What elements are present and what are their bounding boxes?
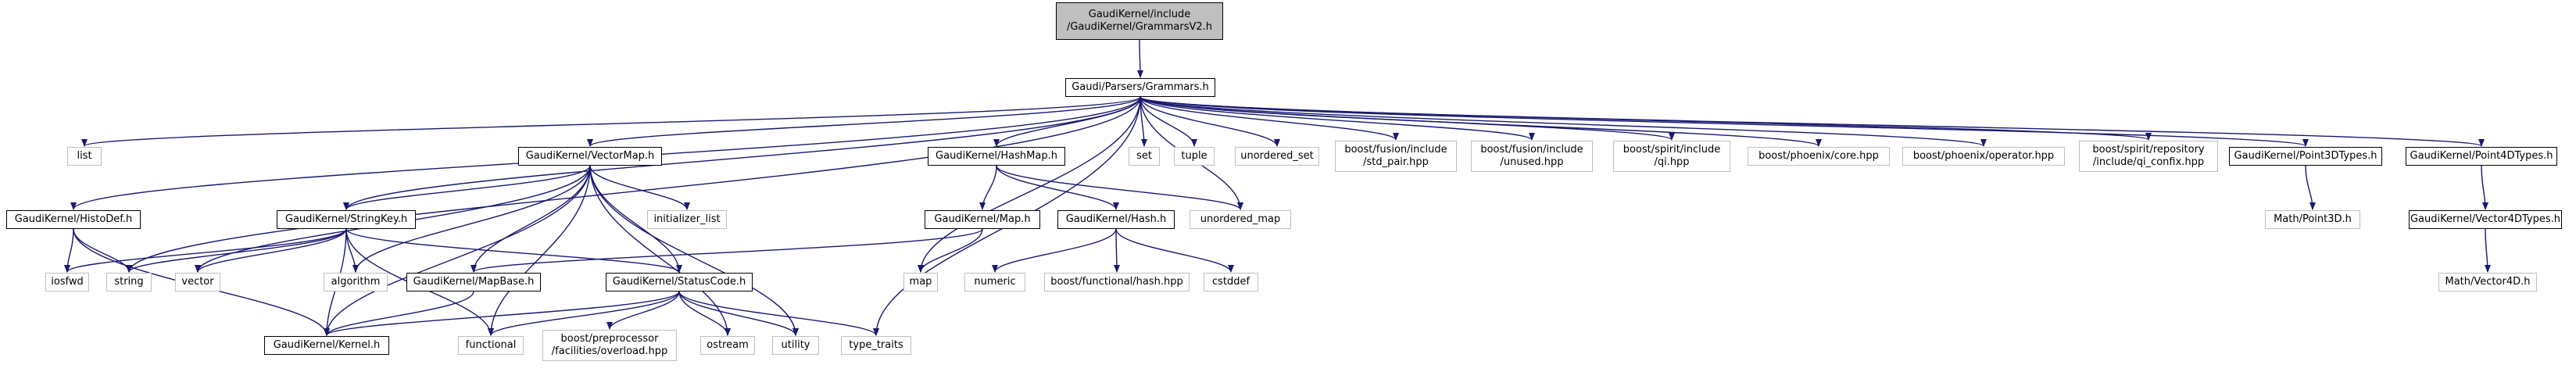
node-phoenix-operator: boost/phoenix/operator.hpp	[1902, 147, 2065, 166]
node-overload: boost/preprocessor /facilities/overload.…	[542, 330, 677, 361]
edge-histodef-to-iosfwd	[64, 228, 74, 273]
node-algorithm: algorithm	[324, 273, 388, 292]
edge-grammars-to-point4dtypes	[1140, 96, 2485, 147]
edge-histodef-to-string	[73, 228, 132, 273]
edge-grammars-to-phoenix-core	[1140, 96, 1822, 147]
edge-map-h-to-map	[918, 228, 983, 273]
edge-hash-h-to-numeric	[992, 228, 1117, 273]
node-mapbase[interactable]: GaudiKernel/MapBase.h	[406, 273, 541, 292]
edge-grammars-to-string	[126, 96, 1141, 273]
edge-vectormap-to-kernel	[324, 165, 591, 336]
edge-statuscode-to-functional	[488, 291, 680, 336]
node-point3dtypes[interactable]: GaudiKernel/Point3DTypes.h	[2229, 147, 2382, 166]
node-std-pair: boost/fusion/include /std_pair.hpp	[1335, 141, 1457, 172]
edge-stringkey-to-statuscode	[345, 228, 682, 273]
edge-map-h-to-mapbase	[470, 228, 983, 273]
node-functional: functional	[458, 336, 524, 355]
edge-hashmap-to-hash-h	[996, 165, 1119, 210]
node-utility: utility	[772, 336, 819, 355]
edge-grammars-to-phoenix-operator	[1140, 96, 1987, 147]
edge-statuscode-to-utility	[678, 291, 799, 336]
edge-grammars-to-point3dtypes	[1140, 96, 2309, 147]
edge-statuscode-to-ostream	[678, 291, 731, 336]
edge-mapbase-to-kernel	[324, 291, 474, 336]
node-unordered-map: unordered_map	[1190, 210, 1291, 229]
edge-vectormap-to-mapbase	[470, 165, 591, 273]
node-type-traits: type_traits	[841, 336, 911, 355]
edge-grammars-to-map	[918, 96, 1141, 273]
edge-statuscode-to-type-traits	[678, 291, 879, 336]
node-hash-h[interactable]: GaudiKernel/Hash.h	[1057, 210, 1175, 229]
node-vectormap[interactable]: GaudiKernel/VectorMap.h	[518, 147, 662, 166]
edge-hash-h-to-cstddef	[1115, 228, 1234, 273]
node-initializer-list: initializer_list	[647, 210, 727, 229]
node-set: set	[1129, 147, 1160, 166]
node-kernel[interactable]: GaudiKernel/Kernel.h	[264, 336, 389, 355]
node-tuple: tuple	[1174, 147, 1215, 166]
edge-point3dtypes-to-math-point3d	[2305, 165, 2316, 210]
node-ostream: ostream	[700, 336, 755, 355]
edge-statuscode-to-kernel	[324, 291, 680, 336]
node-hashmap[interactable]: GaudiKernel/HashMap.h	[928, 147, 1065, 166]
node-grammars[interactable]: Gaudi/Parsers/Grammars.h	[1065, 78, 1215, 97]
edge-grammars-to-std-pair	[1140, 96, 1399, 141]
node-math-point3d: Math/Point3D.h	[2265, 210, 2360, 229]
node-map: map	[903, 273, 938, 292]
node-stringkey[interactable]: GaudiKernel/StringKey.h	[277, 210, 416, 229]
node-iosfwd: iosfwd	[45, 273, 89, 292]
edge-grammars-to-list	[81, 96, 1141, 147]
edge-vectormap-to-ostream	[589, 165, 731, 336]
edge-grammars-to-stringkey	[343, 96, 1141, 210]
node-vector: vector	[175, 273, 220, 292]
node-boost-hash: boost/functional/hash.hpp	[1044, 273, 1190, 292]
edge-vectormap-to-initializer-list	[589, 165, 690, 210]
edge-vectormap-to-algorithm	[352, 165, 591, 273]
node-string: string	[106, 273, 152, 292]
edge-grammars-to-qi-confix	[1140, 96, 2152, 141]
edge-hashmap-to-map-h	[979, 165, 997, 210]
node-vector4dtypes[interactable]: GaudiKernel/Vector4DTypes.h	[2409, 210, 2562, 229]
node-qi: boost/spirit/include /qi.hpp	[1613, 141, 1730, 172]
edge-vector4dtypes-to-math-vector4d	[2484, 228, 2491, 273]
edge-grammars-to-unordered-set	[1140, 96, 1280, 147]
node-map-h[interactable]: GaudiKernel/Map.h	[925, 210, 1040, 229]
node-grammarsv2-root[interactable]: GaudiKernel/include /GaudiKernel/Grammar…	[1056, 2, 1223, 40]
edge-vectormap-to-utility	[589, 165, 799, 336]
edge-vectormap-to-stringkey	[343, 165, 591, 210]
edge-hashmap-to-unordered-map	[996, 165, 1243, 210]
node-statuscode[interactable]: GaudiKernel/StatusCode.h	[606, 273, 753, 292]
edge-stringkey-to-vector	[195, 228, 347, 273]
node-math-vector4d: Math/Vector4D.h	[2438, 273, 2537, 292]
edge-vectormap-to-functional	[488, 165, 591, 336]
edge-statuscode-to-overload	[606, 291, 680, 330]
node-qi-confix: boost/spirit/repository /include/qi_conf…	[2079, 141, 2218, 172]
edge-grammars-to-tuple	[1140, 96, 1197, 147]
edge-hash-h-to-boost-hash	[1113, 228, 1120, 273]
node-phoenix-core: boost/phoenix/core.hpp	[1748, 147, 1890, 166]
node-histodef[interactable]: GaudiKernel/HistoDef.h	[6, 210, 141, 229]
node-list: list	[67, 147, 102, 166]
node-unused: boost/fusion/include /unused.hpp	[1471, 141, 1593, 172]
edge-point4dtypes-to-vector4dtypes	[2481, 165, 2488, 210]
edge-grammars-to-unused	[1140, 96, 1535, 141]
edge-grammars-to-vectormap	[587, 96, 1141, 147]
node-point4dtypes[interactable]: GaudiKernel/Point4DTypes.h	[2406, 147, 2557, 166]
edge-stringkey-to-string	[126, 228, 347, 273]
node-numeric: numeric	[964, 273, 1025, 292]
edge-stringkey-to-iosfwd	[64, 228, 347, 273]
node-cstddef: cstddef	[1204, 273, 1258, 292]
node-unordered-set: unordered_set	[1235, 147, 1319, 166]
